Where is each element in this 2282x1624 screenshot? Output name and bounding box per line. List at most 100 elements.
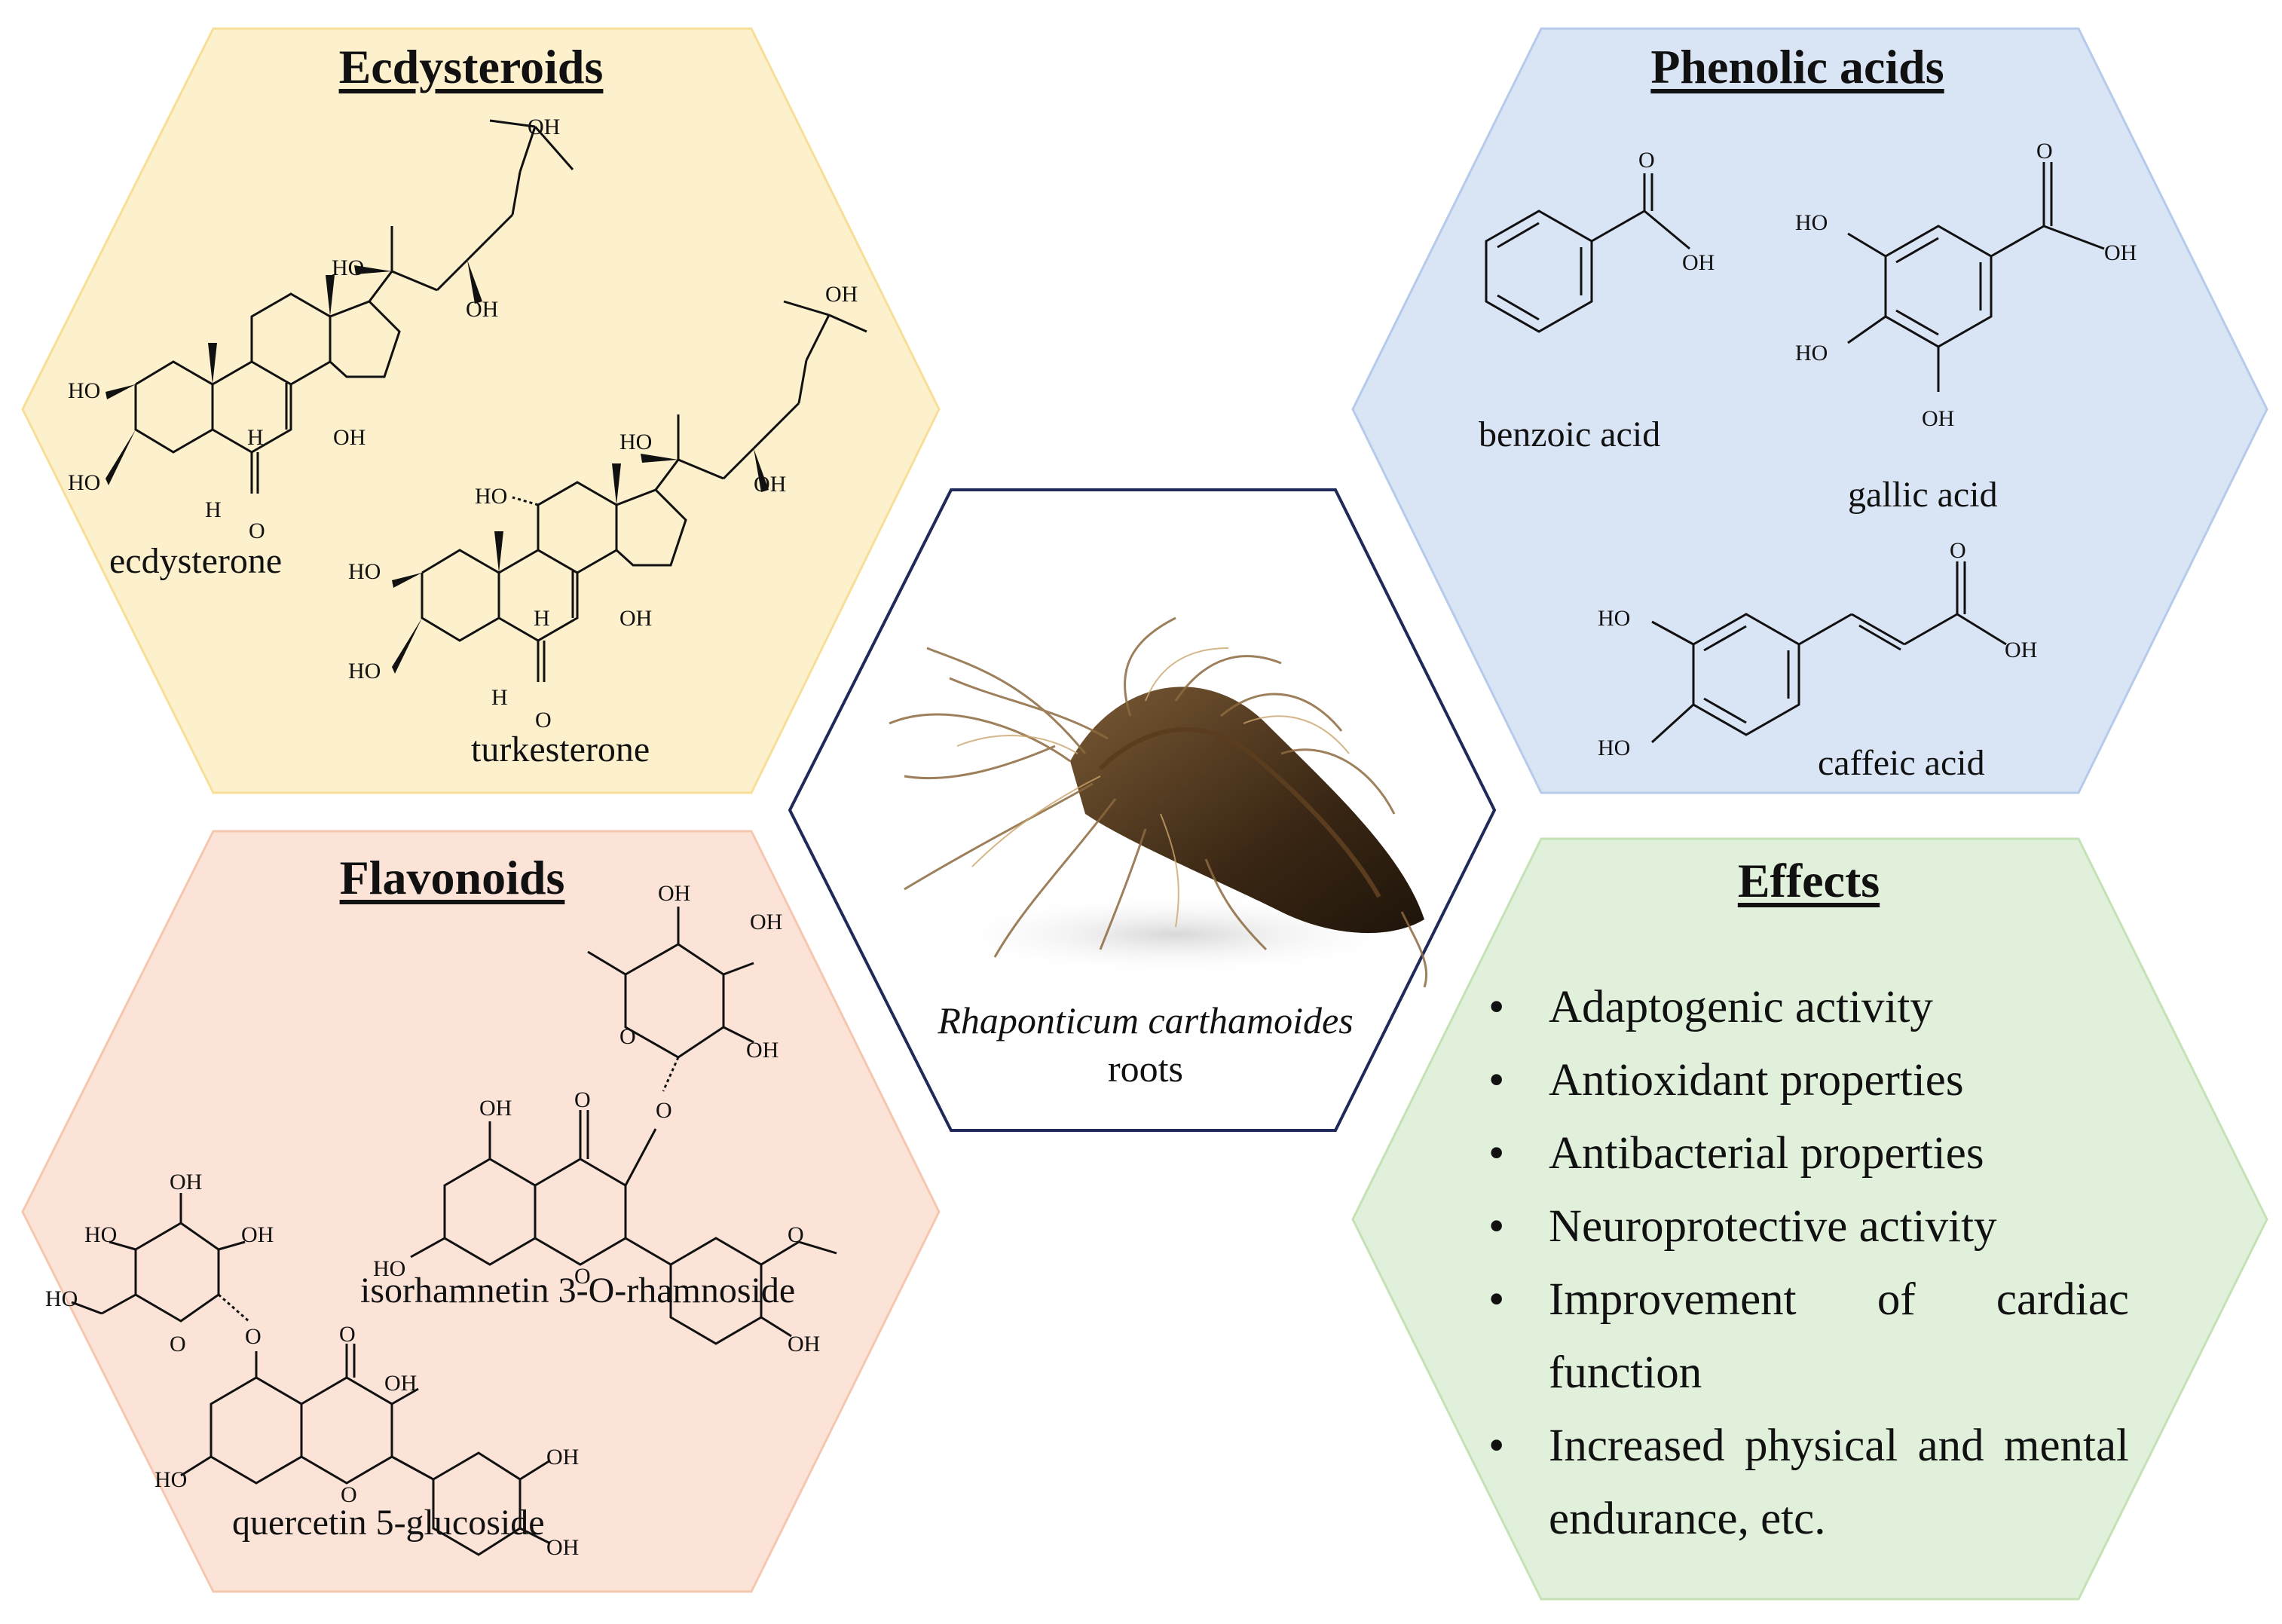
svg-text:O: O	[339, 1322, 356, 1347]
svg-text:O: O	[788, 1222, 804, 1247]
svg-text:O: O	[170, 1332, 186, 1356]
phenolic-acids-heading: Phenolic acids	[1650, 40, 1944, 93]
svg-text:HO: HO	[332, 255, 364, 280]
svg-text:O: O	[574, 1264, 591, 1289]
ecdysterone-structure: OH HO OH HO HO OH H H O	[68, 115, 574, 543]
bullet: •	[1488, 1274, 1505, 1325]
list-item: • Neuroprotective activity	[1488, 1190, 2129, 1263]
effect-antibacterial: Antibacterial properties	[1549, 1128, 1984, 1179]
center-caption: Rhaponticum carthamoides roots	[867, 996, 1424, 1093]
svg-text:OH: OH	[2104, 240, 2137, 265]
effects-heading: Effects	[1737, 854, 1880, 907]
benzoic-acid-structure: O OH	[1485, 148, 1715, 333]
svg-text:OH: OH	[750, 910, 782, 934]
plant-part: roots	[1108, 1047, 1183, 1090]
svg-text:HO: HO	[348, 559, 381, 584]
svg-text:OH: OH	[333, 425, 366, 450]
svg-text:O: O	[656, 1098, 672, 1123]
effect-neuroprotective: Neuroprotective activity	[1549, 1201, 1997, 1252]
svg-text:HO: HO	[373, 1256, 405, 1281]
quercetin-label: quercetin 5-glucoside	[232, 1503, 545, 1543]
svg-text:HO: HO	[84, 1222, 117, 1247]
isorhamnetin-label: isorhamnetin 3-O-rhamnoside	[360, 1271, 795, 1311]
flavonoids-panel	[21, 830, 941, 1593]
bullet: •	[1488, 1055, 1505, 1106]
bullet: •	[1488, 1421, 1505, 1471]
quercetin-5-glucoside-structure: O OH HO OH HO O O OH HO O OH OH	[45, 1170, 579, 1560]
svg-text:OH: OH	[746, 1038, 779, 1063]
phenolic-structures: O OH benzoic acid O OH HO HO OH gallic a…	[1479, 139, 2137, 783]
svg-text:OH: OH	[546, 1445, 579, 1470]
turkesterone-structure: OH HO OH HO HO HO OH H H O	[348, 282, 867, 732]
phenolic-panel	[1351, 27, 2268, 794]
gallic-acid-structure: O OH HO HO OH	[1795, 139, 2137, 431]
bullet: •	[1488, 982, 1505, 1032]
svg-text:H: H	[247, 425, 264, 450]
svg-text:H: H	[491, 685, 508, 710]
svg-text:OH: OH	[2005, 638, 2037, 662]
effects-list: • Adaptogenic activity • Antioxidant prope…	[1488, 971, 2129, 1555]
svg-text:OH: OH	[546, 1535, 579, 1560]
isorhamnetin-3-o-rhamnoside-structure: O OH OH OH O O OH HO O O OH	[373, 881, 837, 1356]
caffeic-acid-label: caffeic acid	[1818, 743, 1985, 783]
svg-text:HO: HO	[45, 1286, 78, 1311]
svg-text:H: H	[534, 606, 550, 631]
list-item: • Antibacterial properties	[1488, 1117, 2129, 1190]
effect-endurance: Increased physical and mental endurance,…	[1549, 1421, 2129, 1544]
ecdysteroid-structures: OH HO OH HO HO OH H H O ecdysterone	[68, 115, 867, 769]
svg-text:HO: HO	[1795, 341, 1828, 365]
svg-text:OH: OH	[788, 1332, 820, 1356]
svg-text:OH: OH	[825, 282, 858, 307]
svg-text:OH: OH	[479, 1096, 512, 1121]
svg-text:O: O	[249, 518, 265, 543]
list-item: • Adaptogenic activity	[1488, 971, 2129, 1044]
svg-text:OH: OH	[754, 472, 786, 497]
ecdysteroids-heading: Ecdysteroids	[338, 40, 604, 93]
svg-text:O: O	[1638, 148, 1655, 173]
effect-adaptogenic: Adaptogenic activity	[1549, 982, 1933, 1032]
gallic-acid-label: gallic acid	[1848, 475, 1998, 515]
svg-text:H: H	[205, 497, 222, 522]
svg-text:O: O	[245, 1324, 262, 1349]
svg-text:HO: HO	[68, 470, 100, 495]
list-item: • Increased physical and mental endurance…	[1488, 1409, 2129, 1555]
svg-text:HO: HO	[619, 430, 652, 454]
ecdysterone-label: ecdysterone	[109, 541, 282, 581]
species-name: Rhaponticum carthamoides	[938, 999, 1354, 1041]
svg-text:OH: OH	[1922, 406, 1954, 431]
bullet: •	[1488, 1128, 1505, 1179]
svg-text:HO: HO	[348, 659, 381, 684]
svg-text:O: O	[535, 708, 552, 732]
svg-text:OH: OH	[1682, 250, 1715, 275]
effect-antioxidant: Antioxidant properties	[1549, 1055, 1964, 1106]
list-item: • Improvement of cardiac function	[1488, 1263, 2129, 1409]
flavonoids-heading: Flavonoids	[339, 851, 565, 904]
bullet: •	[1488, 1201, 1505, 1252]
svg-text:O: O	[574, 1087, 591, 1112]
flavonoid-structures: O OH OH OH O O OH HO O O OH isorh	[45, 881, 837, 1560]
caffeic-acid-structure: O OH HO HO	[1598, 538, 2037, 760]
svg-text:OH: OH	[384, 1371, 417, 1396]
svg-text:HO: HO	[1598, 736, 1630, 760]
svg-text:OH: OH	[658, 881, 690, 906]
list-item: • Antioxidant properties	[1488, 1044, 2129, 1117]
svg-text:HO: HO	[68, 378, 100, 403]
svg-text:OH: OH	[528, 115, 560, 139]
svg-text:O: O	[2036, 139, 2053, 164]
svg-text:HO: HO	[475, 484, 507, 509]
svg-text:OH: OH	[619, 606, 652, 631]
svg-text:HO: HO	[154, 1467, 187, 1492]
svg-text:O: O	[1950, 538, 1966, 563]
effect-cardiac: Improvement of cardiac function	[1549, 1274, 2129, 1398]
svg-text:OH: OH	[466, 297, 498, 322]
turkesterone-label: turkesterone	[471, 729, 650, 769]
svg-text:O: O	[341, 1482, 357, 1507]
svg-text:OH: OH	[170, 1170, 202, 1194]
ecdysteroids-panel	[21, 27, 941, 794]
svg-text:HO: HO	[1598, 606, 1630, 631]
benzoic-acid-label: benzoic acid	[1479, 414, 1660, 454]
svg-text:O: O	[619, 1024, 636, 1049]
